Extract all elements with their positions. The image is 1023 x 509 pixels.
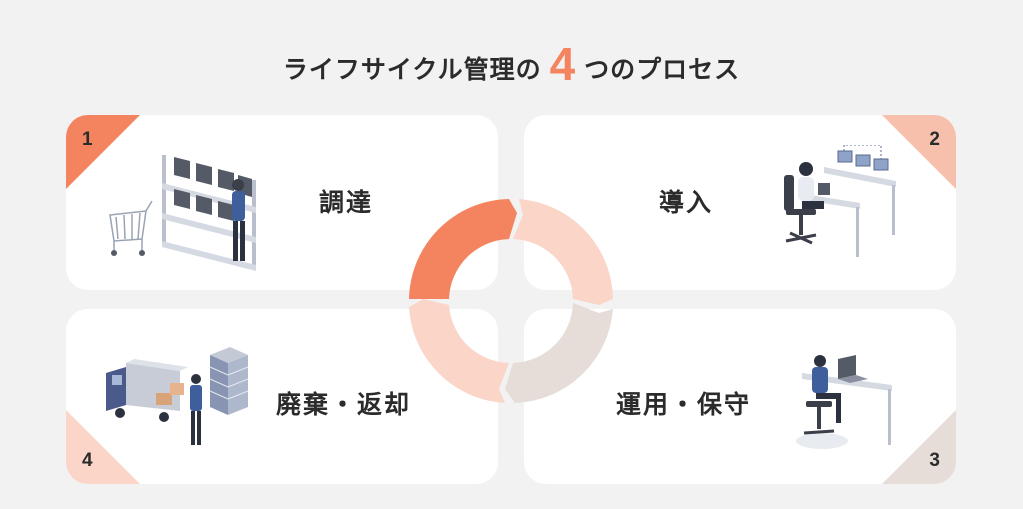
title-prefix: ライフサイクル管理の [282,55,542,84]
step-number: 1 [82,129,93,150]
title-number: 4 [549,38,577,90]
step-card-procurement: 1 調達 [66,115,498,290]
cycle-segment-deployment [513,199,613,305]
step-number: 3 [929,450,940,471]
deployment-icon [784,145,896,257]
step-label: 導入 [659,188,714,217]
disposal-icon [106,347,249,445]
step-label: 運用・保守 [616,390,752,419]
procurement-icon [109,155,256,271]
lifecycle-cycle-diagram [409,199,613,403]
cycle-segment-maintenance [505,303,613,403]
title-suffix: つのプロセス [584,55,741,84]
step-label: 調達 [319,188,374,217]
page-title: ライフサイクル管理の 4 つのプロセス [0,38,1023,98]
step-card-disposal: 4 廃棄・返却 [66,309,498,484]
step-label: 廃棄・返却 [276,390,412,419]
maintenance-icon [796,355,892,449]
step-number: 4 [82,450,93,471]
cycle-segment-disposal [409,299,509,403]
cycle-segment-procurement [409,199,517,299]
step-number: 2 [929,129,940,150]
